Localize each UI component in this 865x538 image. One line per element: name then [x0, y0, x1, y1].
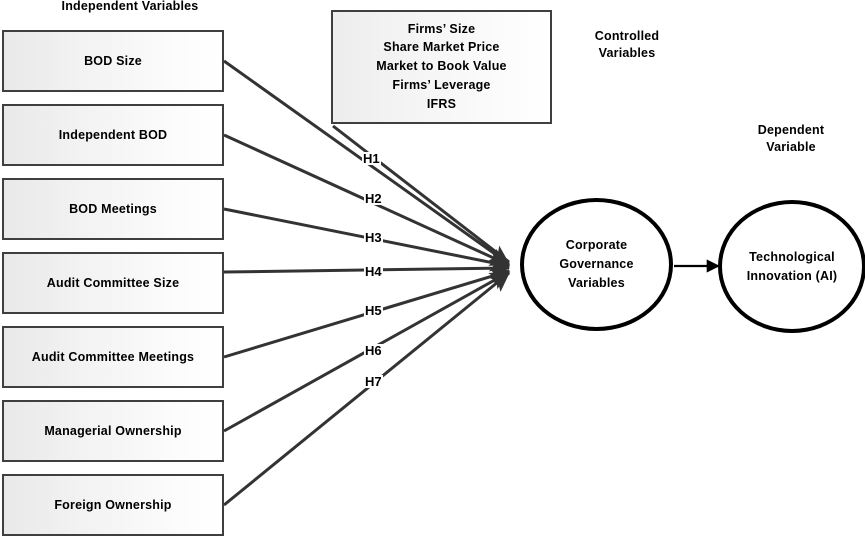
independent-variable-label: BOD Size: [84, 54, 142, 68]
controlled-variable-item: Share Market Price: [383, 40, 500, 55]
corporate-governance-node[interactable]: Corporate Governance Variables: [520, 198, 673, 331]
corporate-governance-label: Corporate Governance Variables: [559, 238, 634, 290]
independent-variable-box[interactable]: Foreign Ownership: [2, 474, 224, 536]
independent-variable-box[interactable]: BOD Meetings: [2, 178, 224, 240]
independent-variable-label: Audit Committee Size: [46, 276, 180, 290]
independent-variable-label: BOD Meetings: [69, 202, 157, 216]
technological-innovation-label: Technological Innovation (AI): [746, 249, 838, 283]
technological-innovation-node[interactable]: Technological Innovation (AI): [718, 200, 865, 333]
independent-variable-label: Foreign Ownership: [54, 498, 172, 512]
independent-variable-box[interactable]: Independent BOD: [2, 104, 224, 166]
dependent-variable-heading: Dependent Variable: [757, 123, 825, 154]
controlled-variable-item: Firms’ Size: [407, 21, 476, 36]
controlled-variable-item: IFRS: [426, 96, 457, 111]
independent-variable-box[interactable]: Audit Committee Size: [2, 252, 224, 314]
hypothesis-label-h6: H6: [364, 343, 383, 358]
independent-variable-box[interactable]: Managerial Ownership: [2, 400, 224, 462]
hypothesis-label-h1: H1: [362, 151, 381, 166]
independent-variables-heading: Independent Variables: [61, 0, 199, 13]
hypothesis-label-h2: H2: [364, 191, 383, 206]
independent-variable-label: Independent BOD: [58, 128, 168, 142]
hypothesis-label-h3: H3: [364, 230, 383, 245]
controlled-variable-item: Firms’ Leverage: [392, 77, 491, 92]
hypothesis-label-h5: H5: [364, 303, 383, 318]
hypothesis-label-h4: H4: [364, 264, 383, 279]
hypothesis-label-h7: H7: [364, 374, 383, 389]
independent-variable-box[interactable]: Audit Committee Meetings: [2, 326, 224, 388]
controlled-variable-item: Market to Book Value: [376, 59, 507, 74]
controlled-variables-link: [332, 124, 510, 264]
independent-variable-label: Audit Committee Meetings: [31, 350, 195, 364]
controlled-variables-heading: Controlled Variables: [594, 29, 660, 60]
controlled-variables-box[interactable]: Firms’ Size Share Market Price Market to…: [331, 10, 552, 124]
independent-variable-box[interactable]: BOD Size: [2, 30, 224, 92]
independent-variable-label: Managerial Ownership: [44, 424, 182, 438]
